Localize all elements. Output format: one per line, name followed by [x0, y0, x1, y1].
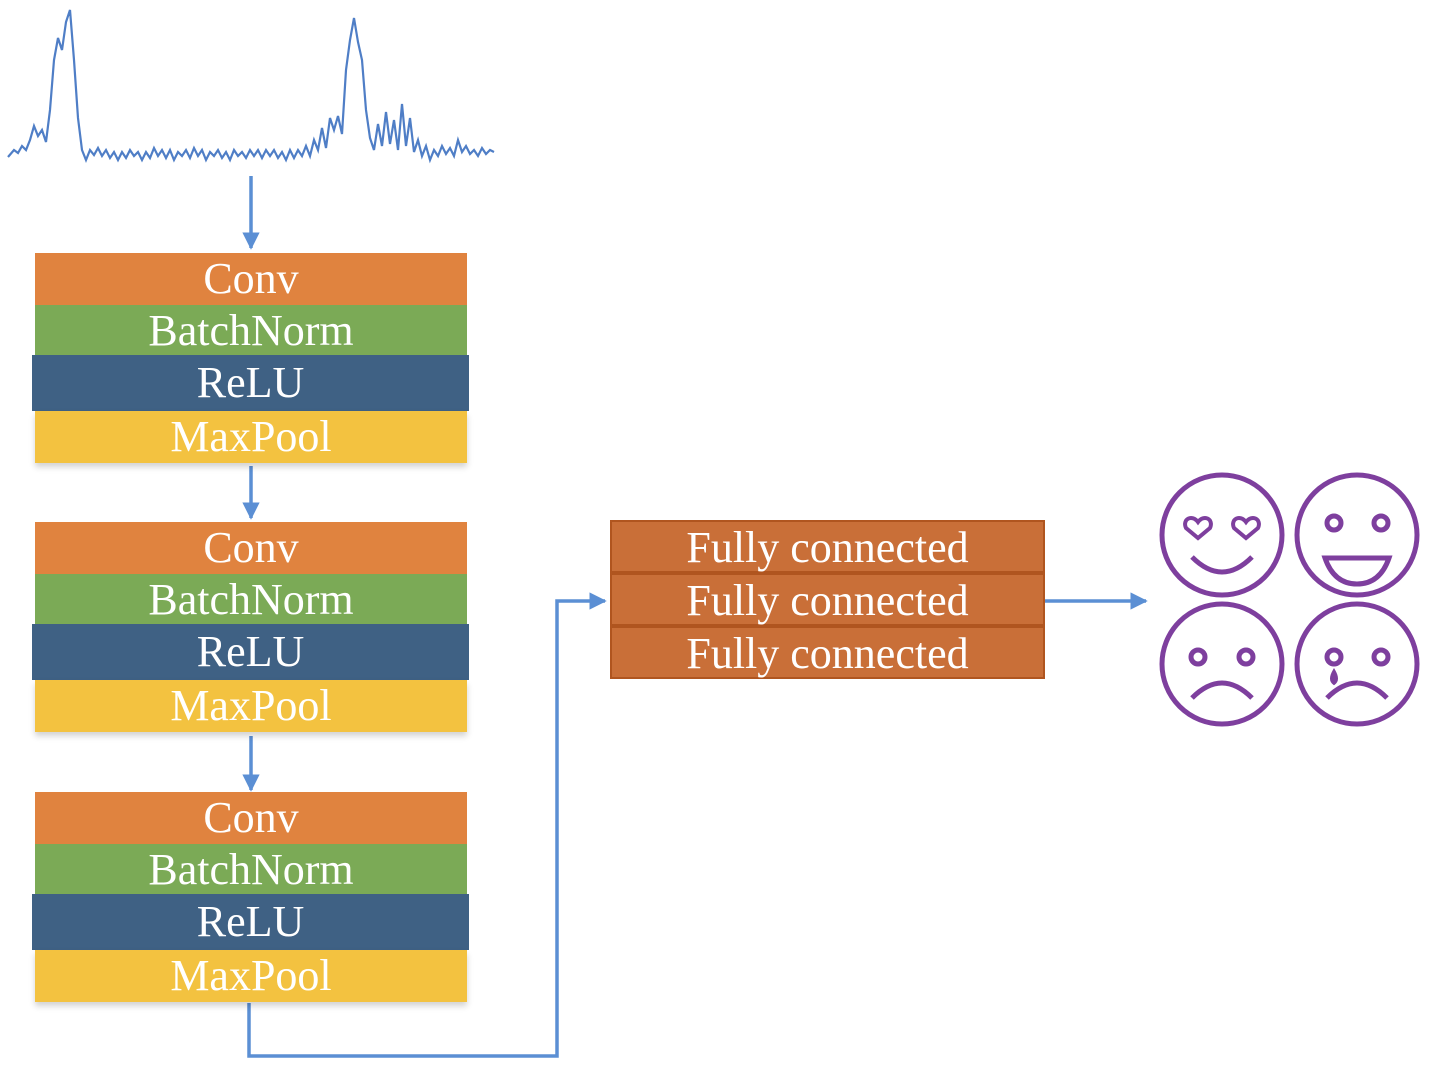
block2-conv-layer: Conv: [35, 522, 467, 574]
block2-maxpool-layer: MaxPool: [35, 680, 467, 732]
waveform-icon: [7, 9, 495, 164]
arrow-block3-to-fc: [247, 592, 607, 1058]
fully-connected-layer-2: Fully connected: [610, 573, 1045, 626]
block1-maxpool-layer: MaxPool: [35, 411, 467, 463]
block2-batchnorm-layer: BatchNorm: [35, 574, 467, 626]
block2-relu-layer: ReLU: [32, 624, 469, 680]
block3-relu-layer: ReLU: [32, 894, 469, 950]
block3-conv-layer: Conv: [35, 792, 467, 844]
block1-conv-layer: Conv: [35, 253, 467, 305]
fully-connected-layer-1: Fully connected: [610, 520, 1045, 573]
sad-face-icon: [1159, 601, 1285, 727]
grinning-face-icon: [1294, 472, 1420, 598]
block1-relu-layer: ReLU: [32, 355, 469, 411]
crying-face-icon: [1294, 601, 1420, 727]
block3-maxpool-layer: MaxPool: [35, 950, 467, 1002]
fully-connected-layer-3: Fully connected: [610, 626, 1045, 679]
block1-batchnorm-layer: BatchNorm: [35, 305, 467, 357]
heart-eyes-face-icon: [1159, 472, 1285, 598]
block3-batchnorm-layer: BatchNorm: [35, 844, 467, 896]
